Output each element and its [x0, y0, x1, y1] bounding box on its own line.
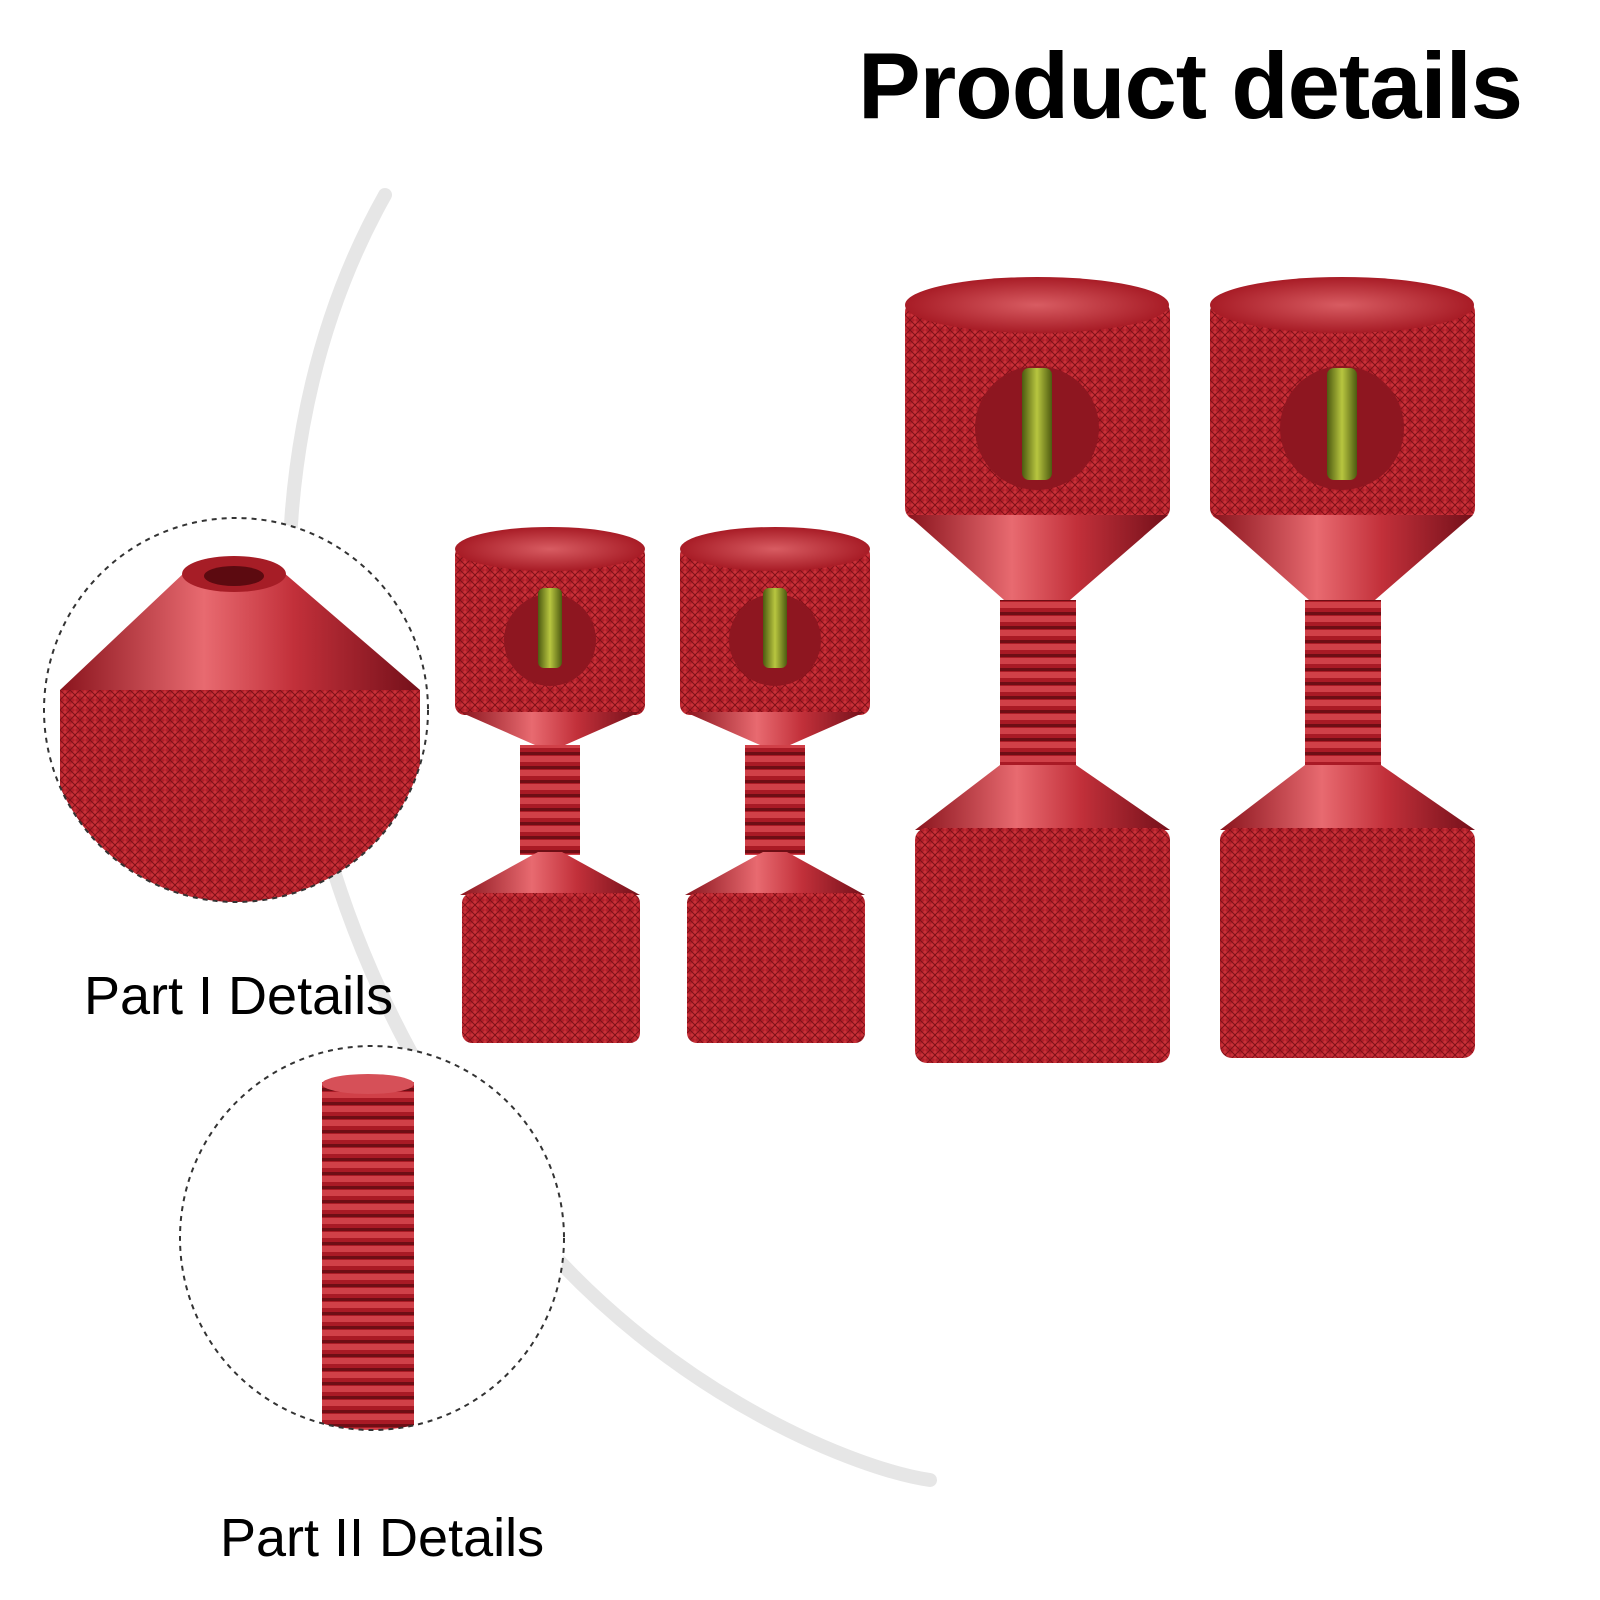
small-level-2 [680, 527, 870, 1043]
large-level-2 [1210, 277, 1475, 1058]
magnifier-circle-part2 [180, 1046, 564, 1430]
part1-details-label: Part I Details [84, 966, 394, 1026]
small-level-1 [455, 527, 645, 1043]
page-title: Product details [857, 33, 1523, 138]
part2-details-label: Part II Details [220, 1508, 545, 1568]
large-level-1 [905, 277, 1170, 1063]
detail-circle-border-2 [179, 1045, 565, 1431]
detail-circle-border-1 [43, 517, 429, 903]
